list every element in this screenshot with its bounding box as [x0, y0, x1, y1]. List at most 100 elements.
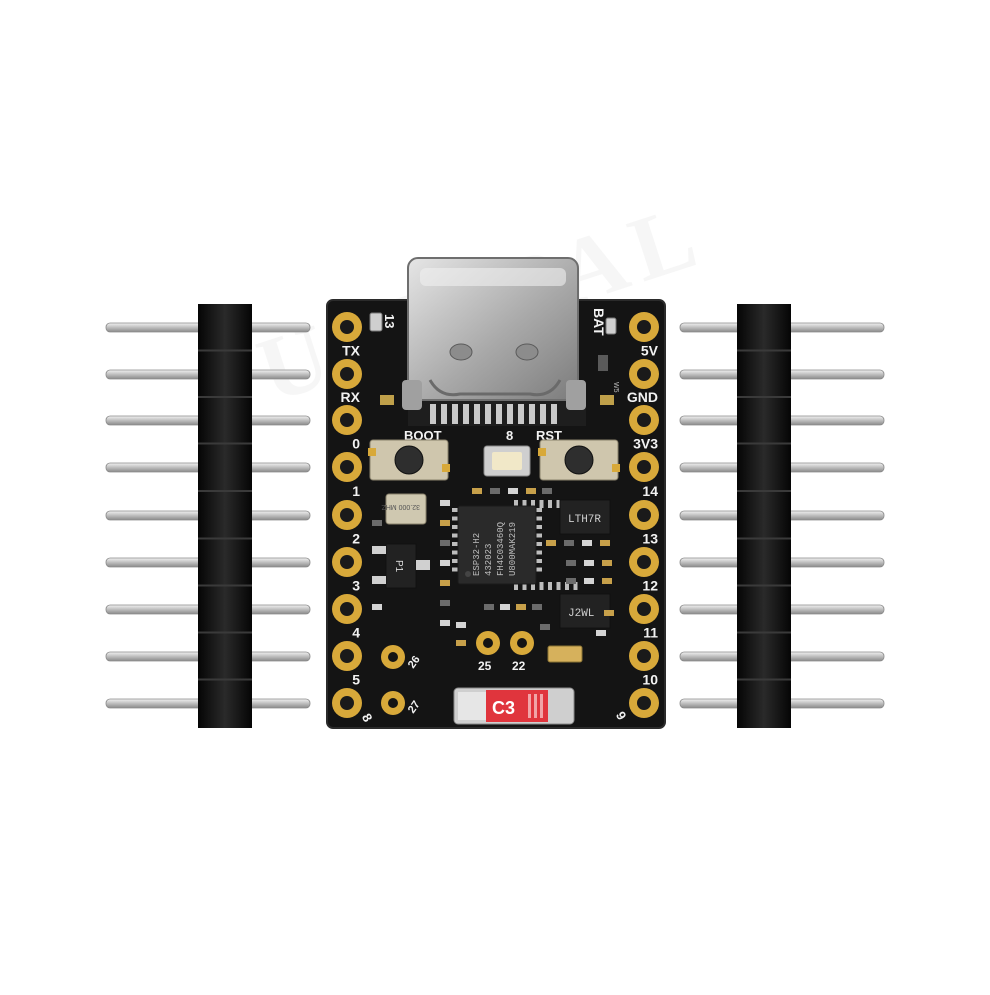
usb-c-lip	[428, 379, 562, 397]
rgb-led-lens	[492, 452, 522, 470]
usb-c-connector	[402, 257, 586, 426]
chip-pin	[556, 500, 561, 508]
header-seam	[198, 678, 252, 681]
chip-pin	[534, 533, 542, 538]
chip-pin	[452, 533, 460, 538]
castellated-hole	[637, 555, 651, 569]
usb-pin	[507, 404, 513, 424]
ic-right-top-marking: LTH7R	[568, 514, 601, 526]
usb-pin	[441, 404, 447, 424]
smd-component	[582, 540, 592, 546]
usb-pin	[485, 404, 491, 424]
chip-pin	[452, 516, 460, 521]
castellated-hole	[340, 413, 354, 427]
usb-pin	[452, 404, 458, 424]
pin-label: 4	[352, 625, 360, 641]
chip-pin1-dot	[465, 571, 471, 577]
smd-component	[542, 488, 552, 494]
inner-pad-label: 22	[512, 659, 526, 673]
header-seam	[737, 584, 791, 587]
usb-c-highlight	[420, 268, 566, 286]
smd-component	[602, 560, 612, 566]
castellated-hole	[340, 602, 354, 616]
usb-pin	[463, 404, 469, 424]
chip-pin	[452, 508, 460, 512]
chip-pin	[548, 500, 552, 508]
castellated-hole	[637, 320, 651, 334]
rst-button-cap[interactable]	[564, 445, 594, 475]
smd-component	[440, 560, 450, 566]
crystal-oscillator: 32.000 MHZ	[381, 493, 427, 525]
castellated-hole	[637, 508, 651, 522]
castellated-hole	[340, 555, 354, 569]
header-seam	[737, 396, 791, 398]
ic-right-bottom-marking: J2WL	[568, 608, 594, 620]
chip-marking-line: U800MAK219	[508, 522, 518, 576]
castellated-hole	[637, 649, 651, 663]
chip-pin	[452, 559, 460, 563]
tiny-marking: W5	[612, 382, 619, 393]
header-seam	[198, 442, 252, 445]
smd-component	[516, 604, 526, 610]
header-seam	[198, 490, 252, 492]
smd-component	[440, 620, 450, 626]
castellated-hole	[637, 460, 651, 474]
led-right	[605, 317, 617, 335]
pin-label: 10	[642, 672, 658, 688]
pin-label: 3	[352, 578, 360, 594]
chip-pin	[534, 559, 542, 563]
chip-pin	[531, 582, 535, 590]
header-plastic	[737, 304, 791, 728]
rst-button[interactable]	[538, 439, 620, 481]
label-rst: RST	[536, 428, 562, 443]
smd-component	[484, 604, 494, 610]
passive-components	[372, 488, 614, 646]
regulator-marking: P1	[393, 560, 404, 573]
smd-component	[456, 622, 466, 628]
chip-pin	[539, 500, 544, 508]
antenna-area: C3	[453, 687, 575, 725]
boot-button[interactable]	[368, 439, 450, 481]
castellated-hole	[637, 696, 651, 710]
chip-pin	[534, 550, 542, 555]
pin-label: 13	[642, 531, 658, 547]
smd-component	[508, 488, 518, 494]
castellated-pads-right	[629, 312, 659, 718]
inner-pad-25: 25	[476, 631, 500, 673]
smd-component	[566, 578, 576, 584]
usb-pin	[518, 404, 524, 424]
smd-component	[532, 604, 542, 610]
smd-component	[546, 540, 556, 546]
inner-pad-label: 25	[478, 659, 492, 673]
chip-pin	[534, 542, 542, 546]
castellated-hole	[637, 413, 651, 427]
pin-label: 5V	[641, 343, 659, 359]
label-center: 8	[506, 428, 513, 443]
smd-component	[600, 540, 610, 546]
pin-header-left	[105, 304, 311, 728]
smd-component	[564, 540, 574, 546]
smd-component	[596, 630, 606, 636]
header-seam	[737, 442, 791, 445]
castellated-hole	[340, 367, 354, 381]
usb-pin	[496, 404, 502, 424]
smd-component	[566, 560, 576, 566]
resistor	[380, 395, 394, 405]
usb-pin	[540, 404, 546, 424]
chip-pin	[534, 516, 542, 521]
pin-label: 0	[352, 436, 360, 452]
chip-body	[457, 505, 537, 585]
c3-badge	[486, 690, 548, 722]
castellated-hole	[340, 508, 354, 522]
pin-label: GND	[627, 389, 658, 405]
smd-component	[602, 578, 612, 584]
header-seam	[198, 349, 252, 352]
c3-badge-text: C3	[492, 698, 515, 718]
castellated-hole	[340, 320, 354, 334]
boot-button-cap[interactable]	[394, 445, 424, 475]
label-boot: BOOT	[404, 428, 442, 443]
chip-pin	[573, 582, 578, 590]
